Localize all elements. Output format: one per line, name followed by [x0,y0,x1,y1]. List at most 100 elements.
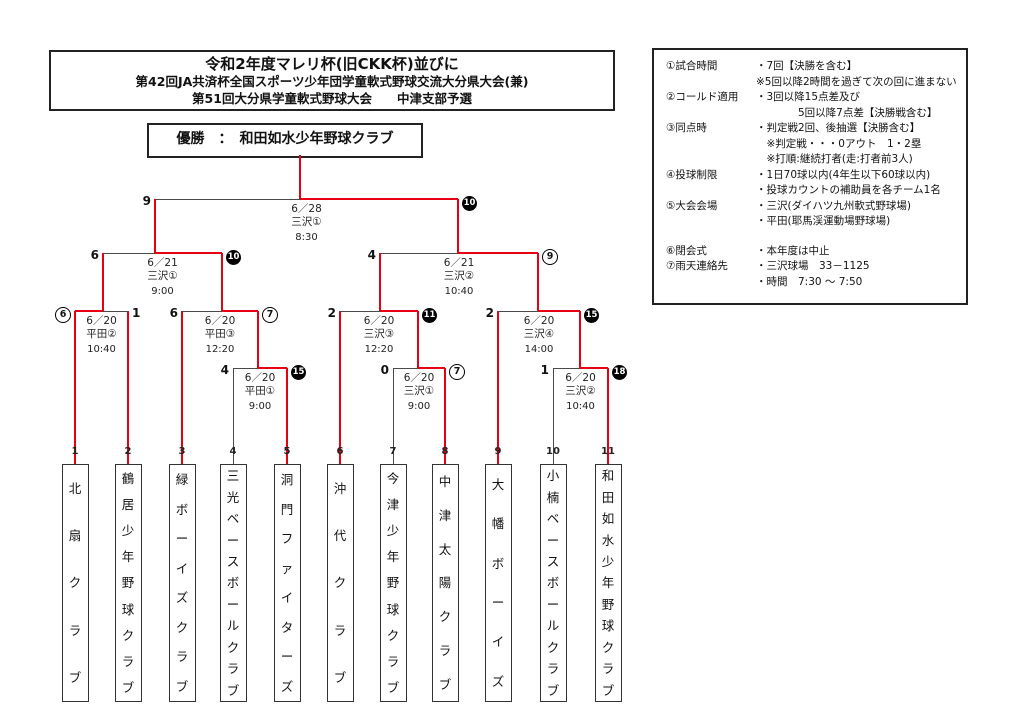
rule-text: ※打順:継続打者(走:打者前3人) [756,153,913,165]
winner-score-badge: 10 [462,196,477,211]
match-date: 6／20 [565,372,596,384]
team-name-char: ク [121,627,135,643]
team-name-char: イ [280,590,294,606]
team-box: 中津太陽クラブ [431,464,459,702]
match-date: 6／20 [403,372,435,384]
team-name-char: イ [491,634,505,650]
team-name-char: ル [546,618,560,634]
team-line [497,311,499,464]
team-name-char: 門 [280,501,294,517]
match-score-right: 15 [291,359,313,380]
score-value: 1 [540,363,549,377]
score-value: 0 [380,363,389,377]
match-score-right: 1 [132,302,154,320]
team-name-char: 球 [386,601,400,617]
team-name-char: 鶴 [121,470,135,486]
winner-advance-line [457,199,459,253]
team-line [127,311,129,464]
team-name-char: 北 [68,481,82,497]
team-name-char: 陽 [438,575,452,591]
team-seed: 4 [229,446,237,457]
tournament-title-line1: 令和2年度マレリ杯(旧CKK杯)並びに [205,54,459,73]
team-name-char: ク [546,639,560,655]
team-seed: 6 [336,446,344,457]
rule-text: ・7回【決勝を含む】 [756,60,858,72]
rule-row: ⑦雨天連絡先・三沢球場 33－1125 [666,259,958,275]
team-name-char: ラ [438,642,452,658]
winner-score-badge: 15 [584,308,599,323]
champion-connector-line [299,155,301,199]
rule-text: ・1日70球以内(4年生以下60球以内) [756,168,931,181]
team-name-char: ク [386,627,400,643]
match-date: 6／20 [523,315,555,327]
score-value: 9 [142,194,151,208]
rule-label [666,75,756,91]
rule-label: ②コールド適用 [666,91,739,103]
team-name-char: ズ [491,673,505,689]
team-name-char: 太 [438,541,452,557]
match-bar-left [380,252,458,254]
team-name-char: ブ [386,680,400,696]
match-date: 6／21 [443,257,475,269]
team-name-char: ラ [68,622,82,638]
match-score-left: 9 [131,190,151,208]
match-date: 6／20 [204,315,236,327]
match-bar-left [498,310,538,312]
team-name-char: ァ [280,560,294,576]
match-bar-left [75,310,103,312]
match-score-right: 9 [542,244,564,265]
score-value: 4 [220,363,229,377]
winner-score-badge: 7 [262,307,278,323]
rule-row: 5回以降7点差【決勝戦含む】 [666,106,958,122]
team-name-char: ブ [546,682,560,698]
match-date: 6／20 [86,315,117,327]
match-venue: 三沢② [565,385,596,397]
rule-label: ④投球制限 [666,168,718,181]
team-box: 洞門ファイターズ [273,464,301,702]
title-box: 令和2年度マレリ杯(旧CKK杯)並びに 第42回JA共済杯全国スポーツ少年団学童… [49,50,615,111]
winner-score-badge: 18 [612,365,627,380]
rule-row: ・時間 7:30 ～ 7:50 [666,275,958,291]
rule-label: ⑦雨天連絡先 [666,260,728,272]
team-name-char: ボ [175,501,189,517]
winner-score-badge: 7 [449,364,465,380]
match-time: 9:00 [248,401,272,412]
match-bar-left [103,252,155,254]
score-value: 1 [132,306,141,320]
match-bar-left [553,367,580,369]
match-score-right: 10 [462,190,484,211]
rule-label [666,106,756,122]
team-line [607,368,609,464]
match-score-left: 4 [356,244,376,262]
team-name-char: 光 [226,489,240,505]
team-name-char: 球 [601,618,615,634]
rule-spacer [666,230,958,244]
team-name-char: ラ [175,649,189,665]
team-seed: 7 [389,446,397,457]
winner-score-badge: 10 [226,250,241,265]
team-name-char: 小 [546,468,560,484]
team-name-char: ク [226,639,240,655]
team-name-char: ラ [546,661,560,677]
team-seed: 1 [71,446,79,457]
rule-text: ・本年度は中止 [756,244,830,257]
team-name-char: ク [68,575,82,591]
match-time: 10:40 [87,344,116,355]
team-name-char: 如 [601,511,615,527]
match-date: 6／21 [147,257,178,269]
team-name-char: ブ [601,682,615,698]
team-name-char: 少 [386,523,400,539]
team-name-char: ー [175,531,189,547]
team-box: 北扇クラブ [61,464,89,702]
team-seed: 3 [178,446,186,457]
team-name-char: ラ [333,622,347,638]
match-score-left: 0 [369,359,389,377]
match-bar-right [222,310,258,312]
rule-row: ⑥閉会式・本年度は中止 [666,244,958,260]
champion-box: 優勝 ： 和田如水少年野球クラブ [147,123,423,158]
